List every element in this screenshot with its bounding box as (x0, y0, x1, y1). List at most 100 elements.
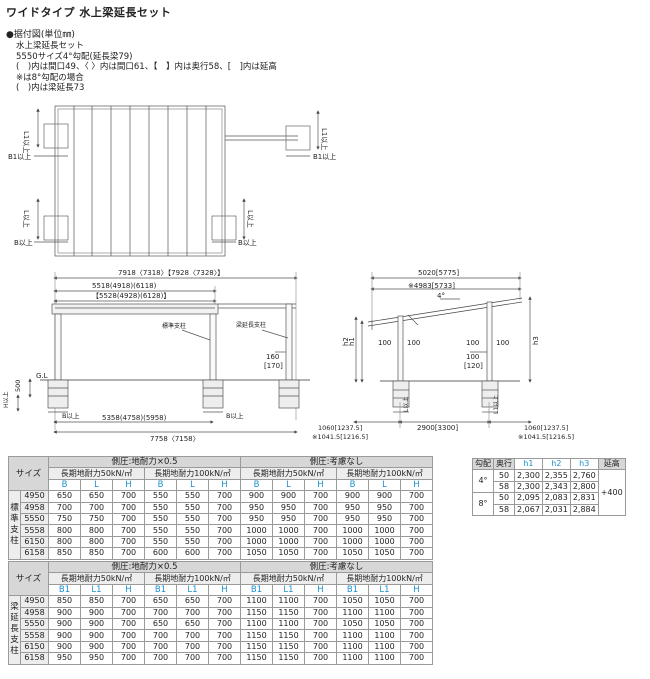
category-char: 延 (10, 613, 19, 624)
h1-cell: 2,300 (514, 480, 543, 494)
subgroup-header: 長期地耐力50kN/㎡ (48, 467, 145, 480)
h2-cell: 2,343 (541, 480, 571, 494)
column-header: H (112, 478, 145, 492)
value-cell: 1100 (368, 606, 401, 619)
column-header: 勾配 (472, 457, 494, 471)
value-cell: 700 (176, 652, 209, 665)
h1-cell: 2,067 (514, 503, 543, 516)
value-cell: 700 (112, 501, 145, 514)
value-cell: 700 (144, 640, 177, 654)
front-h-label: H以上 (2, 391, 10, 408)
category-label: 梁延長支柱 (8, 595, 21, 665)
value-cell: 900 (368, 490, 401, 503)
side-h1-label: h1 (348, 337, 356, 346)
size-header: サイズ (8, 560, 49, 597)
value-cell: 750 (80, 512, 113, 526)
side-dim-100: 100 (466, 339, 479, 347)
value-cell: 800 (48, 524, 81, 537)
plan-l1-label: L1以上 (22, 131, 31, 153)
value-cell: 550 (144, 512, 177, 526)
value-cell: 700 (400, 524, 433, 537)
value-cell: 1150 (272, 606, 305, 619)
post-standard-label: 標準支柱 (162, 322, 186, 330)
plan-l-label: L以上 (22, 210, 31, 228)
value-cell: 700 (400, 595, 433, 608)
category-char: 標 (10, 502, 19, 513)
value-cell: 700 (304, 617, 337, 631)
value-cell: 1100 (272, 595, 305, 608)
h2-cell: 2,083 (541, 492, 571, 505)
column-header: L1 (176, 583, 209, 597)
value-cell: 900 (48, 629, 81, 642)
value-cell: 700 (304, 501, 337, 514)
front-dim-170: [170] (264, 362, 283, 370)
column-header: H (112, 583, 145, 597)
column-header: B1 (48, 583, 81, 597)
value-cell: 700 (208, 617, 241, 631)
slope-cell: 8° (472, 492, 494, 516)
post-extension-label: 梁延長支柱 (236, 321, 266, 329)
value-cell: 950 (336, 512, 369, 526)
category-char: 柱 (10, 535, 19, 546)
subgroup-header: 長期地耐力100kN/㎡ (336, 572, 433, 585)
side-l1-label: L1以上 (492, 395, 500, 414)
value-cell: 700 (304, 535, 337, 549)
size-cell: 4950 (20, 595, 49, 608)
extension-post-table: サイズ 側圧:地耐力×0.5 側圧:考慮なし 長期地耐力50kN/㎡ 長期地耐力… (8, 560, 433, 665)
value-cell: 700 (400, 535, 433, 549)
column-header: B (336, 478, 369, 492)
value-cell: 550 (144, 501, 177, 514)
column-header: 奥行 (493, 457, 515, 471)
side-slope-angle: 4° (437, 292, 445, 300)
size-cell: 6158 (20, 547, 49, 560)
value-cell: 900 (48, 617, 81, 631)
category-char: 柱 (10, 646, 19, 657)
value-cell: 850 (80, 595, 113, 608)
value-cell: 1050 (336, 547, 369, 560)
front-dim-top2: 5518(4918)(6118) (92, 282, 157, 290)
value-cell: 550 (176, 490, 209, 503)
value-cell: 1000 (368, 535, 401, 549)
value-cell: 1100 (368, 629, 401, 642)
size-cell: 6150 (20, 640, 49, 654)
plan-b-label: B以上 (14, 238, 33, 247)
plan-view (34, 105, 320, 257)
side-dim-120: [120] (464, 362, 483, 370)
value-cell: 1150 (272, 652, 305, 665)
depth-cell: 58 (493, 503, 515, 516)
value-cell: 800 (80, 535, 113, 549)
value-cell: 550 (144, 535, 177, 549)
size-cell: 5550 (20, 512, 49, 526)
value-cell: 1050 (336, 595, 369, 608)
value-cell: 1000 (272, 535, 305, 549)
value-cell: 1100 (336, 640, 369, 654)
value-cell: 700 (176, 629, 209, 642)
value-cell: 700 (304, 595, 337, 608)
value-cell: 950 (240, 501, 273, 514)
value-cell: 700 (208, 547, 241, 560)
value-cell: 700 (112, 652, 145, 665)
front-dim-bottom2: 7758〈7158〉 (150, 435, 200, 443)
value-cell: 1000 (336, 524, 369, 537)
front-dim-160: 160 (266, 353, 279, 361)
column-header: B1 (240, 583, 273, 597)
subgroup-header: 長期地耐力50kN/㎡ (48, 572, 145, 585)
column-header: H (208, 583, 241, 597)
h3-cell: 2,884 (569, 503, 599, 516)
side-dim-100: 100 (378, 339, 391, 347)
value-cell: 1000 (336, 535, 369, 549)
page-title: ワイドタイプ 水上梁延長セット (6, 6, 172, 19)
side-h2-label: h2 (342, 337, 350, 346)
value-cell: 700 (304, 490, 337, 503)
value-cell: 700 (304, 629, 337, 642)
front-b-label-2: B以上 (226, 411, 244, 420)
value-cell: 700 (400, 629, 433, 642)
value-cell: 950 (240, 512, 273, 526)
category-char: 支 (10, 524, 19, 535)
front-dim-bottom1: 5358(4758)(5958) (102, 414, 167, 422)
h3-cell: 2,760 (569, 469, 599, 482)
